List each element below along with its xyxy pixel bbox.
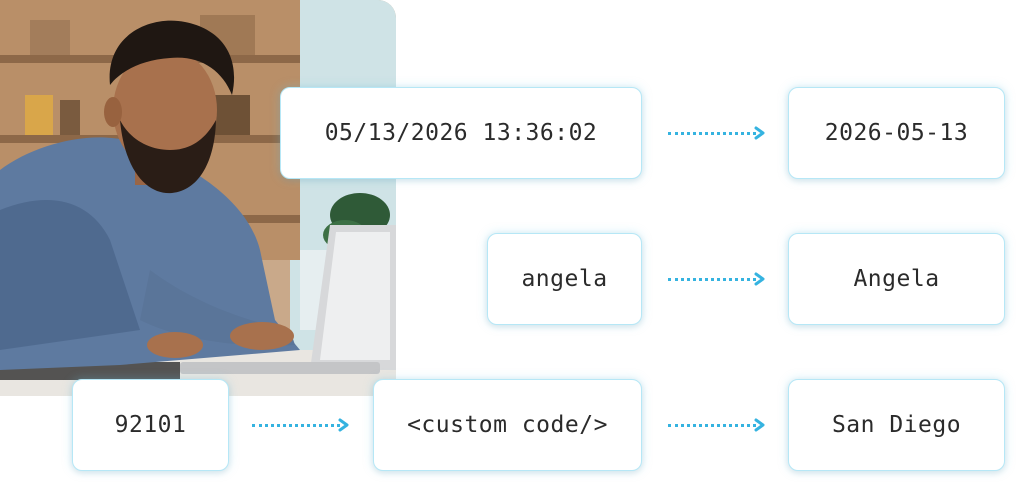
date-output-text: 2026-05-13 <box>824 120 969 146</box>
zip-input-card: 92101 <box>72 379 229 471</box>
arrow-right-icon <box>668 126 766 140</box>
date-output-card: 2026-05-13 <box>788 87 1005 179</box>
city-output-text: San Diego <box>831 412 962 438</box>
datetime-input-card: 05/13/2026 13:36:02 <box>280 87 642 179</box>
arrow-right-icon <box>668 418 766 432</box>
custom-code-card: <custom code/> <box>373 379 642 471</box>
person-at-laptop-photo <box>0 0 396 396</box>
zip-input-text: 92101 <box>114 412 187 438</box>
custom-code-text: <custom code/> <box>407 412 608 438</box>
name-output-card: Angela <box>788 233 1005 325</box>
city-output-card: San Diego <box>788 379 1005 471</box>
name-input-text: angela <box>521 266 608 292</box>
name-output-text: Angela <box>853 266 940 292</box>
arrow-right-icon <box>252 418 350 432</box>
arrow-right-icon <box>668 272 766 286</box>
datetime-input-text: 05/13/2026 13:36:02 <box>324 120 598 146</box>
name-input-card: angela <box>487 233 642 325</box>
